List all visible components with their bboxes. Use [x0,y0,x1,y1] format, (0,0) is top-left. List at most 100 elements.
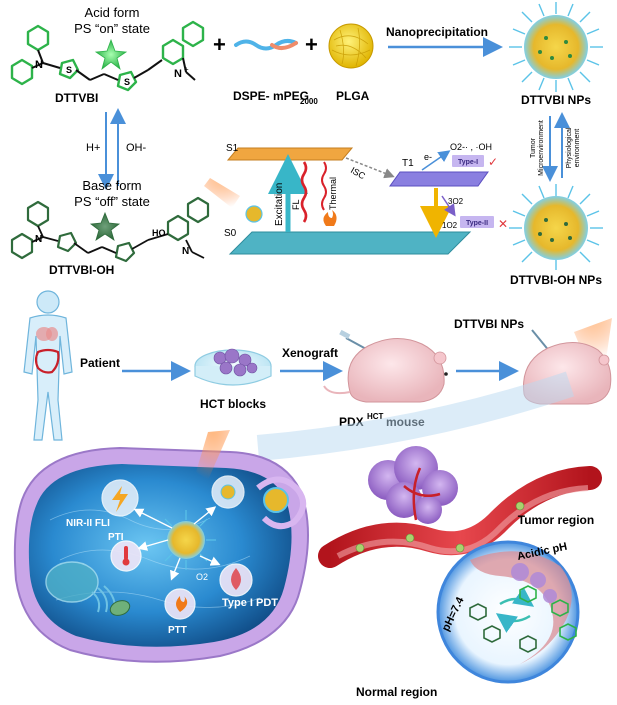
t1-label: T1 [402,158,414,169]
endocytic-vesicle [256,476,307,530]
thermal-arrow [321,161,327,211]
lightning-icon [112,486,128,512]
type-i-label: Type-I [458,159,478,166]
phys-env-label-2: environment [574,129,581,168]
zoom-connector [256,371,575,461]
s1-level [226,147,354,161]
sulfur-atom: S [124,77,130,87]
flame-icon [323,210,337,226]
isc-label: ISC [349,165,367,181]
type-i-pdt-label: Type I PDT [222,597,278,609]
nucleus [45,561,99,603]
nanoprecipitation-step: Nanoprecipitation [386,25,503,57]
workflow-nps-label: DTTVBI NPs [454,317,524,331]
s0-level [228,231,472,255]
environment-switch: Tumor Microenvironment Physiological env… [530,112,581,182]
acid-form-label: Acid form [85,5,140,20]
plga-label: PLGA [336,89,370,103]
type-ii-badge [460,216,494,228]
tumor-cell: NIR-II FLI PTI O2 Type I PDT PTT [13,430,309,663]
ph-magnified-view: Acidic pH pH=7.4 [436,540,580,684]
excitation-label: Excitation [274,183,285,226]
plus-sign: + [305,32,318,57]
tumor-mass [368,446,458,524]
dttvbi-nanoparticle: DTTVBI NPs [509,2,603,107]
nir-fli-label: NIR-II FLI [66,518,110,529]
nitrogen-atom: N [182,246,189,257]
electron-label: e- [424,152,432,162]
s0-label: S0 [224,228,237,239]
hct-blocks-dish [194,348,272,386]
o2-label: O2 [196,572,208,582]
triplet-o2-label: 3O2 [448,197,464,206]
base-form-name: DTTVBI-OH [49,263,114,277]
thermal-label: Thermal [328,177,338,210]
star-on-icon [94,38,128,71]
sulfur-atom: S [66,65,72,75]
nitrogen-atom: N [35,59,43,71]
hydroxyl-group: HO [152,228,166,238]
base-form-state: PS “off” state [74,194,150,209]
type-ii-arrow [441,195,456,217]
nitrogen-atom: N [174,68,182,80]
flame-icon [176,596,188,612]
hydroxide-label: OH- [126,142,147,154]
positive-charge: + [184,65,189,74]
acid-molecule-mini [519,585,577,641]
type-i-badge [452,155,484,167]
hct-blocks-label: HCT blocks [200,397,266,411]
dspe-subscript: 2000 [300,97,318,106]
tumor-env-label: Tumor [530,137,537,158]
ingredients: + + DSPE- mPEG 2000 PLGA [213,23,374,106]
dspe-label: DSPE- mPEG [233,89,309,103]
base-form-label: Base form [82,178,141,193]
s1-label: S1 [226,143,239,154]
central-nanoparticle [156,510,216,570]
pdx-superscript: HCT [367,412,384,421]
jablonski-diagram: S1 S0 T1 Excitation FL Thermal ISC e- O2… [204,142,508,255]
tumor-region-label: Tumor region [518,513,594,527]
radical-icon [231,568,241,590]
ptt-label: PTT [168,625,187,636]
oh-nps-label: DTTVBI-OH NPs [510,273,602,287]
phys-env-label: Physiological [566,127,573,168]
acid-form-molecule: Acid form PS “on” state N S S N + D [10,5,205,105]
acid-form-name: DTTVBI [55,91,98,105]
cytoplasm [28,464,292,647]
dttvbi-oh-nanoparticle: DTTVBI-OH NPs [509,184,603,287]
nitrogen-atom: N [35,234,42,245]
blood-vessel [318,466,602,568]
radicals-label: O2-· , ·OH [450,142,492,152]
star-off-icon [89,211,121,241]
nanoparticle-icon [263,487,289,513]
acid-form-state: PS “on” state [74,21,150,36]
nanoparticle-icon [245,205,263,223]
pdx-mouse [323,329,448,403]
isc-arrow [345,157,395,179]
cross-icon: ✕ [498,217,508,231]
t1-level [389,171,489,187]
type-i-arrow [421,150,451,171]
dspe-peg-chain [234,38,298,51]
nps-label: DTTVBI NPs [521,93,591,107]
thermometer-icon [124,546,128,560]
mitochondrion [109,600,131,616]
fl-arrow [300,161,308,223]
tumor-env-label-2: Microenvironment [538,120,545,176]
plus-sign: + [213,32,226,57]
ph-equilibrium: H+ OH- [86,108,147,190]
pti-label: PTI [108,532,124,543]
laser-beam [196,430,230,480]
plga-sphere [328,23,374,69]
peg-corona [509,2,603,92]
base-form-molecule: Base form PS “off” state N HO N DTTVBI-O… [10,178,210,277]
base-molecule-mini [469,603,537,653]
check-icon: ✓ [488,155,498,169]
singlet-o2-label: 1O2 [442,221,458,230]
acidic-tumor-zone [470,551,572,664]
patient-label: Patient [80,356,120,370]
proton-label: H+ [86,142,100,154]
nanoprecipitation-label: Nanoprecipitation [386,25,488,39]
xenograft-label: Xenograft [282,346,338,360]
